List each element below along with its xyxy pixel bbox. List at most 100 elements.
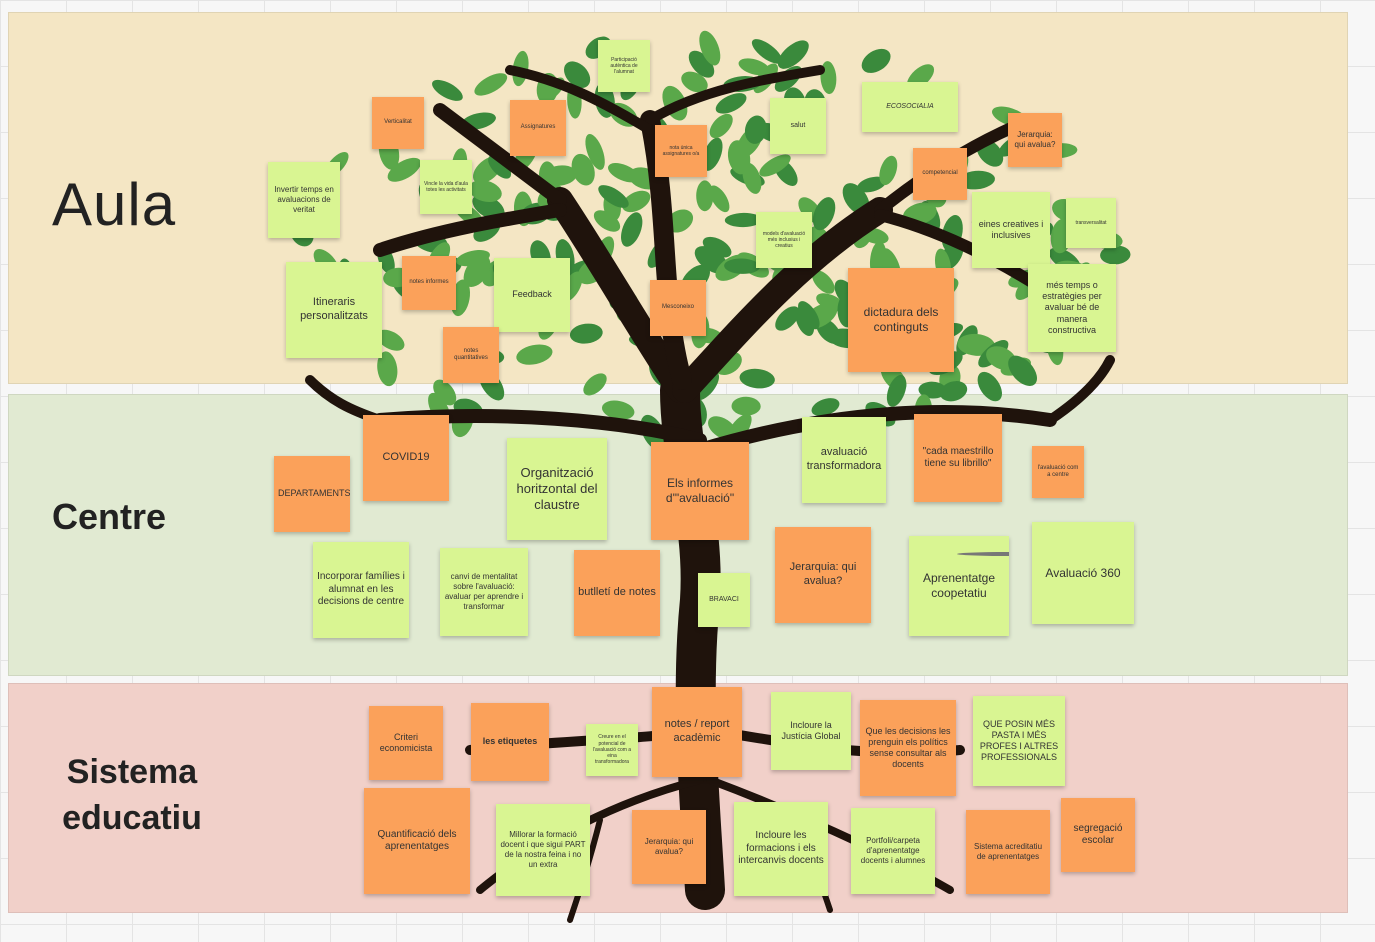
leaf-shape — [857, 176, 887, 193]
sticky-note[interactable]: Invertir temps en avaluacions de veritat — [268, 162, 340, 238]
dot-marker — [957, 552, 1009, 556]
sticky-note[interactable]: Assignatures — [510, 100, 566, 156]
sticky-note-text: Que les decisions les prenguin els polít… — [865, 725, 951, 770]
row-label-aula: Aula — [52, 171, 177, 238]
sticky-note-text: salut — [790, 121, 806, 129]
sticky-note[interactable]: notes quantitatives — [443, 327, 499, 383]
sticky-note[interactable]: Feedback — [494, 258, 570, 332]
sticky-note-text: Sistema acreditatiu de aprenentatges — [973, 842, 1043, 861]
sticky-note[interactable]: eines creatives i inclusives — [972, 192, 1050, 268]
sticky-note[interactable]: notes informes — [402, 256, 456, 310]
leaf-shape — [516, 344, 553, 365]
sticky-note-text: Quantificació dels aprenentatges — [377, 828, 457, 853]
sticky-note[interactable]: l'avaluació com a centre — [1032, 446, 1084, 498]
sticky-note[interactable]: models d'avaluació més inclusius i creat… — [756, 212, 812, 268]
sticky-note-text: transversalitat — [1075, 219, 1107, 226]
leaf-shape — [598, 185, 629, 208]
sticky-note[interactable]: transversalitat — [1066, 198, 1116, 248]
leaf-shape — [751, 39, 782, 64]
sticky-note[interactable]: "cada maestrillo tiene su librillo" — [914, 414, 1002, 502]
sticky-note[interactable]: Jerarquia: qui avalua? — [1008, 113, 1062, 167]
sticky-note[interactable]: més temps o estratègies per avaluar bé d… — [1028, 264, 1116, 352]
sticky-note[interactable]: Incloure la Justícia Global — [771, 692, 851, 770]
leaf-shape — [731, 396, 761, 416]
sticky-note[interactable]: Aprenentatge coopetatiu — [909, 536, 1009, 636]
leaf-shape — [432, 79, 463, 101]
leaf-shape — [376, 329, 405, 351]
sticky-note[interactable]: competencial — [913, 148, 967, 200]
leaf-shape — [777, 40, 809, 69]
sticky-note[interactable]: salut — [770, 98, 826, 154]
leaf-shape — [861, 48, 891, 73]
sticky-note[interactable]: Incloure les formacions i els intercanvi… — [734, 802, 828, 896]
leaf-shape — [571, 153, 595, 186]
sticky-note-text: BRAVACI — [709, 595, 739, 603]
sticky-note-text: DEPARTAMENTS — [278, 488, 350, 499]
sticky-note[interactable]: Verticalitat — [372, 97, 424, 149]
sticky-note-text: Invertir temps en avaluacions de veritat — [274, 185, 334, 214]
sticky-note-text: Assignatures — [520, 124, 556, 131]
sticky-note[interactable]: avaluació transformadora — [802, 417, 886, 503]
sticky-note-text: notes / report acadèmic — [664, 718, 730, 744]
sticky-note[interactable]: nota única assignatures o/a — [655, 125, 707, 177]
leaf-shape — [724, 212, 763, 228]
sticky-note[interactable]: Quantificació dels aprenentatges — [364, 788, 470, 894]
sticky-note-text: Mesconeixo — [661, 304, 694, 311]
sticky-note[interactable]: Sistema acreditatiu de aprenentatges — [966, 810, 1050, 894]
sticky-note[interactable]: segregació escolar — [1061, 798, 1135, 872]
sticky-note[interactable]: BRAVACI — [698, 573, 750, 627]
leaf-shape — [585, 133, 605, 170]
leaf-shape — [812, 197, 836, 231]
sticky-note[interactable]: Participació autèntica de l'alumnat — [598, 40, 650, 92]
sticky-note-text: Incorporar famílies i alumnat en les dec… — [317, 571, 405, 608]
sticky-note[interactable]: Organització horitzontal del claustre — [507, 438, 607, 540]
leaf-shape — [724, 258, 760, 274]
sticky-note-text: Itineraris personalitzats — [300, 296, 368, 322]
sticky-note[interactable]: Que les decisions les prenguin els polít… — [860, 700, 956, 796]
sticky-note-text: competencial — [922, 170, 958, 177]
leaf-shape — [775, 306, 800, 331]
leaf-shape — [715, 93, 747, 114]
leaf-shape — [709, 113, 733, 139]
sticky-note[interactable]: QUE POSIN MÉS PASTA I MÉS PROFES I ALTRE… — [973, 696, 1065, 786]
sticky-note[interactable]: Creure en el potencial de l'avaluació co… — [586, 724, 638, 776]
sticky-note-text: Portfoli/carpeta d'aprenentatge docents … — [860, 836, 926, 865]
sticky-note-text: Aprenentatge coopetatiu — [922, 571, 996, 600]
sticky-note-text: Vincle la vida d'aula totes les activita… — [424, 180, 468, 193]
sticky-note-text: ECOSOCIALIA — [886, 102, 934, 110]
sticky-note-text: models d'avaluació més inclusius i creat… — [762, 230, 806, 250]
leaf-shape — [977, 371, 1002, 402]
sticky-note[interactable]: ECOSOCIALIA — [862, 82, 958, 132]
sticky-note[interactable]: butlletí de notes — [574, 550, 660, 636]
sticky-note[interactable]: les etiquetes — [471, 703, 549, 781]
leaf-shape — [798, 301, 820, 330]
sticky-note[interactable]: Vincle la vida d'aula totes les activita… — [420, 160, 472, 214]
sticky-note[interactable]: Incorporar famílies i alumnat en les dec… — [313, 542, 409, 638]
sticky-note[interactable]: notes / report acadèmic — [652, 687, 742, 777]
sticky-note[interactable]: Jerarquia: qui avalua? — [775, 527, 871, 623]
sticky-note[interactable]: Criteri economicista — [369, 706, 443, 780]
sticky-note[interactable]: Jerarquia: qui avalua? — [632, 810, 706, 884]
sticky-note-text: Avaluació 360 — [1045, 565, 1121, 580]
leaf-shape — [474, 73, 508, 96]
sticky-note-text: Incloure les formacions i els intercanvi… — [738, 830, 824, 867]
leaf-shape — [583, 373, 607, 396]
leaf-shape — [377, 351, 398, 387]
sticky-note-text: notes quantitatives — [454, 347, 488, 362]
sticky-note[interactable]: Itineraris personalitzats — [286, 262, 382, 358]
sticky-note[interactable]: Avaluació 360 — [1032, 522, 1134, 624]
sticky-note[interactable]: DEPARTAMENTS — [274, 456, 350, 532]
leaf-shape — [688, 50, 715, 78]
sticky-note[interactable]: Els informes d'"avaluació" — [651, 442, 749, 540]
sticky-note[interactable]: canvi de mentalitat sobre l'avaluació: a… — [440, 548, 528, 636]
leaf-shape — [387, 157, 421, 182]
sticky-note-text: butlletí de notes — [578, 586, 656, 599]
sticky-note[interactable]: COVID19 — [363, 415, 449, 501]
sticky-note[interactable]: Mesconeixo — [650, 280, 706, 336]
sticky-note[interactable]: Millorar la formació docent i que sigui … — [496, 804, 590, 896]
sticky-note[interactable]: dictadura dels continguts — [848, 268, 954, 372]
sticky-note[interactable]: Portfoli/carpeta d'aprenentatge docents … — [851, 808, 935, 894]
leaf-shape — [1100, 245, 1131, 265]
leaf-shape — [939, 381, 968, 402]
sticky-note-text: "cada maestrillo tiene su librillo" — [922, 445, 994, 470]
